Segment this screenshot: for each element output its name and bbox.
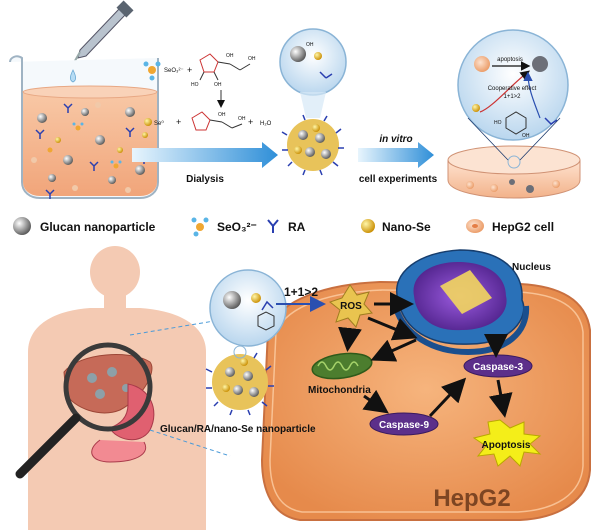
cooperative-label: Cooperative effect bbox=[488, 86, 537, 92]
invitro-sub-label: cell experiments bbox=[359, 174, 438, 185]
dialysis-arrow bbox=[132, 142, 278, 168]
magnifier-bubble-top: OH bbox=[279, 28, 347, 118]
beaker-particles bbox=[31, 102, 149, 199]
bottom-nanoparticle-icon bbox=[205, 345, 274, 416]
nanoparticle-icon bbox=[281, 114, 344, 176]
beaker-icon bbox=[9, 55, 159, 199]
apoptosis-node: Apoptosis bbox=[472, 419, 542, 467]
pathway-arrows bbox=[338, 292, 513, 418]
caspase9-node: Caspase-9 bbox=[369, 412, 439, 436]
legend-seo3-label: SeO₃²⁻ bbox=[217, 220, 257, 234]
caspase9-label: Caspase-9 bbox=[379, 420, 429, 431]
cooperative-formula: 1+1>2 bbox=[503, 94, 521, 100]
legend-hepg2-label: HepG2 cell bbox=[492, 220, 554, 234]
oh-label-1: OH bbox=[226, 53, 234, 59]
oh-label-4: OH bbox=[218, 112, 226, 118]
invitro-arrow bbox=[358, 142, 434, 168]
legend-hepg2: HepG2 cell bbox=[466, 219, 554, 234]
legend-ra: RA bbox=[267, 219, 306, 234]
caspase3-node: Caspase-3 bbox=[463, 354, 533, 378]
oh-label-5: OH bbox=[238, 116, 246, 122]
nucleus-icon bbox=[393, 249, 530, 356]
plus-1: + bbox=[187, 65, 192, 75]
dish-bubble bbox=[457, 29, 569, 141]
bottom-bubble bbox=[209, 269, 287, 347]
nanoparticle-label: Glucan/RA/nano-Se nanoparticle bbox=[160, 424, 316, 435]
hepg2-cell-label: HepG2 bbox=[433, 485, 510, 512]
invitro-label: in vitro bbox=[379, 134, 412, 145]
connector-lower bbox=[149, 429, 231, 457]
apoptosis-small-label: apoptosis bbox=[497, 57, 523, 63]
legend: Glucan nanoparticle SeO₃²⁻ RA Nano-Se He… bbox=[13, 217, 554, 237]
ho-label-1: HO bbox=[191, 82, 199, 88]
dialysis-label: Dialysis bbox=[186, 174, 224, 185]
legend-glucan: Glucan nanoparticle bbox=[13, 217, 156, 235]
pipette-icon bbox=[71, 0, 134, 67]
droplet bbox=[69, 69, 77, 83]
formula-label: 1+1>2 bbox=[284, 285, 318, 299]
ho-label-dish: HO bbox=[494, 120, 502, 126]
petri-dish-icon bbox=[447, 117, 581, 199]
magnifier-icon bbox=[15, 342, 153, 479]
mitochondria-label: Mitochondria bbox=[308, 385, 371, 396]
oh-label-2: OH bbox=[248, 56, 256, 62]
se0-label: Se⁰ bbox=[154, 120, 164, 127]
h2o-label: H₂O bbox=[260, 121, 272, 127]
legend-ra-label: RA bbox=[288, 220, 306, 234]
legend-seo3: SeO₃²⁻ bbox=[191, 217, 257, 237]
legend-nanose: Nano-Se bbox=[361, 219, 431, 234]
oh-label-bubble: OH bbox=[306, 42, 314, 48]
caspase3-label: Caspase-3 bbox=[473, 362, 523, 373]
ros-label: ROS bbox=[340, 301, 362, 312]
plus-2: + bbox=[176, 117, 181, 127]
apoptosis-label: Apoptosis bbox=[482, 440, 531, 451]
oh-label-3: OH bbox=[214, 82, 222, 88]
seo3-reaction-label: SeO₃²⁻ bbox=[164, 68, 184, 74]
se0-icon bbox=[144, 118, 152, 126]
molecule-top: OH OH HO OH bbox=[191, 53, 256, 88]
legend-glucan-label: Glucan nanoparticle bbox=[40, 220, 156, 234]
seo3-icon bbox=[143, 61, 161, 81]
reaction-scheme: OH OH HO OH SeO₃²⁻ + Se⁰ + OH OH + H₂O bbox=[143, 53, 272, 131]
legend-nanose-label: Nano-Se bbox=[382, 220, 431, 234]
nucleus-label: Nucleus bbox=[512, 262, 551, 273]
molecule-bottom: OH OH bbox=[191, 111, 246, 131]
plus-3: + bbox=[248, 117, 253, 127]
oh-label-dish: OH bbox=[522, 133, 530, 139]
mitochondria-icon bbox=[311, 352, 373, 380]
